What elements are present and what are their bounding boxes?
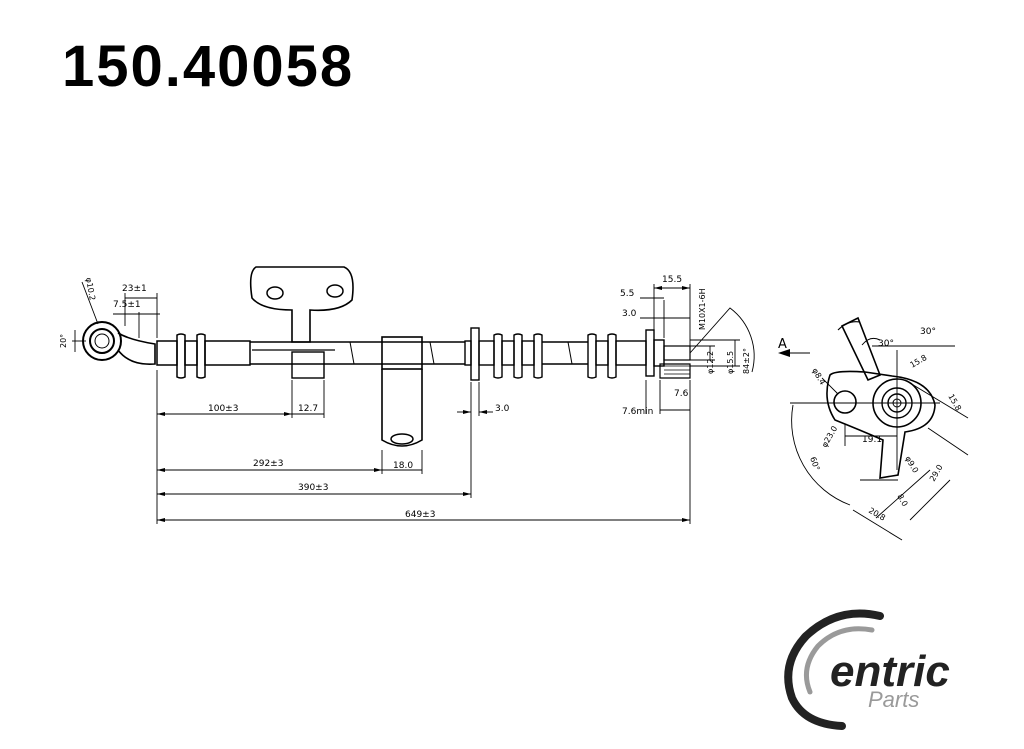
- logo-wordmark: entric: [830, 647, 950, 696]
- dim-thread: M10X1-6H: [698, 288, 707, 330]
- bracket-dim-29: 29.0: [928, 463, 945, 483]
- dim-7-6min: 7.6min: [622, 407, 653, 417]
- dim-5-5: 5.5: [620, 289, 634, 299]
- dim-18: 18.0: [393, 461, 413, 471]
- dim-23: 23±1: [122, 284, 147, 294]
- dim-3-0b: 3.0: [622, 309, 637, 319]
- dim-649: 649±3: [405, 510, 435, 520]
- dim-banjo-angle: 20°: [59, 334, 68, 348]
- bracket-dim-15-8a: 15.8: [909, 353, 929, 370]
- dim-15-5a: 15.5: [662, 275, 682, 285]
- bracket-dim-23: φ23.0: [820, 425, 839, 449]
- view-a-dimensions: [790, 345, 969, 541]
- dim-12-7: 12.7: [298, 404, 318, 414]
- dim-15-5b: φ15.5: [726, 351, 735, 374]
- dim-banjo-dia: φ10.2: [84, 277, 97, 301]
- dim-84: 84±2°: [742, 348, 751, 374]
- part-number-title: 150.40058: [62, 34, 355, 99]
- dimension-arrows: [157, 286, 790, 522]
- dim-12-2: φ12.2: [706, 351, 715, 374]
- dim-292: 292±3: [253, 459, 283, 469]
- bracket-dim-30b: 30°: [878, 339, 894, 349]
- dim-100: 100±3: [208, 404, 238, 414]
- bracket-dim-8-4: φ8.4: [810, 367, 827, 387]
- bracket-dim-19-1: 19.1: [862, 435, 882, 445]
- dim-7-5: 7.5±1: [113, 300, 141, 310]
- dimension-lines: [72, 281, 755, 524]
- dim-390: 390±3: [298, 483, 328, 493]
- centric-parts-logo: entric Parts: [784, 609, 950, 730]
- view-label-a: A: [778, 337, 787, 352]
- logo-sub: Parts: [868, 687, 919, 712]
- hose-assembly: [82, 266, 691, 447]
- bracket-dim-15-8b: 15.8: [946, 393, 963, 413]
- dim-3-0a: 3.0: [495, 404, 510, 414]
- dimension-labels: 23±1 7.5±1 100±3 12.7 18.0 292±3 390±3 6…: [59, 275, 787, 520]
- dim-7-6: 7.6: [674, 389, 689, 399]
- bracket-dim-60: 60°: [808, 456, 821, 472]
- bracket-dim-30a: 30°: [920, 327, 936, 337]
- bracket-dim-8: 8.0: [895, 493, 909, 509]
- bracket-dim-9: φ9.0: [903, 455, 920, 475]
